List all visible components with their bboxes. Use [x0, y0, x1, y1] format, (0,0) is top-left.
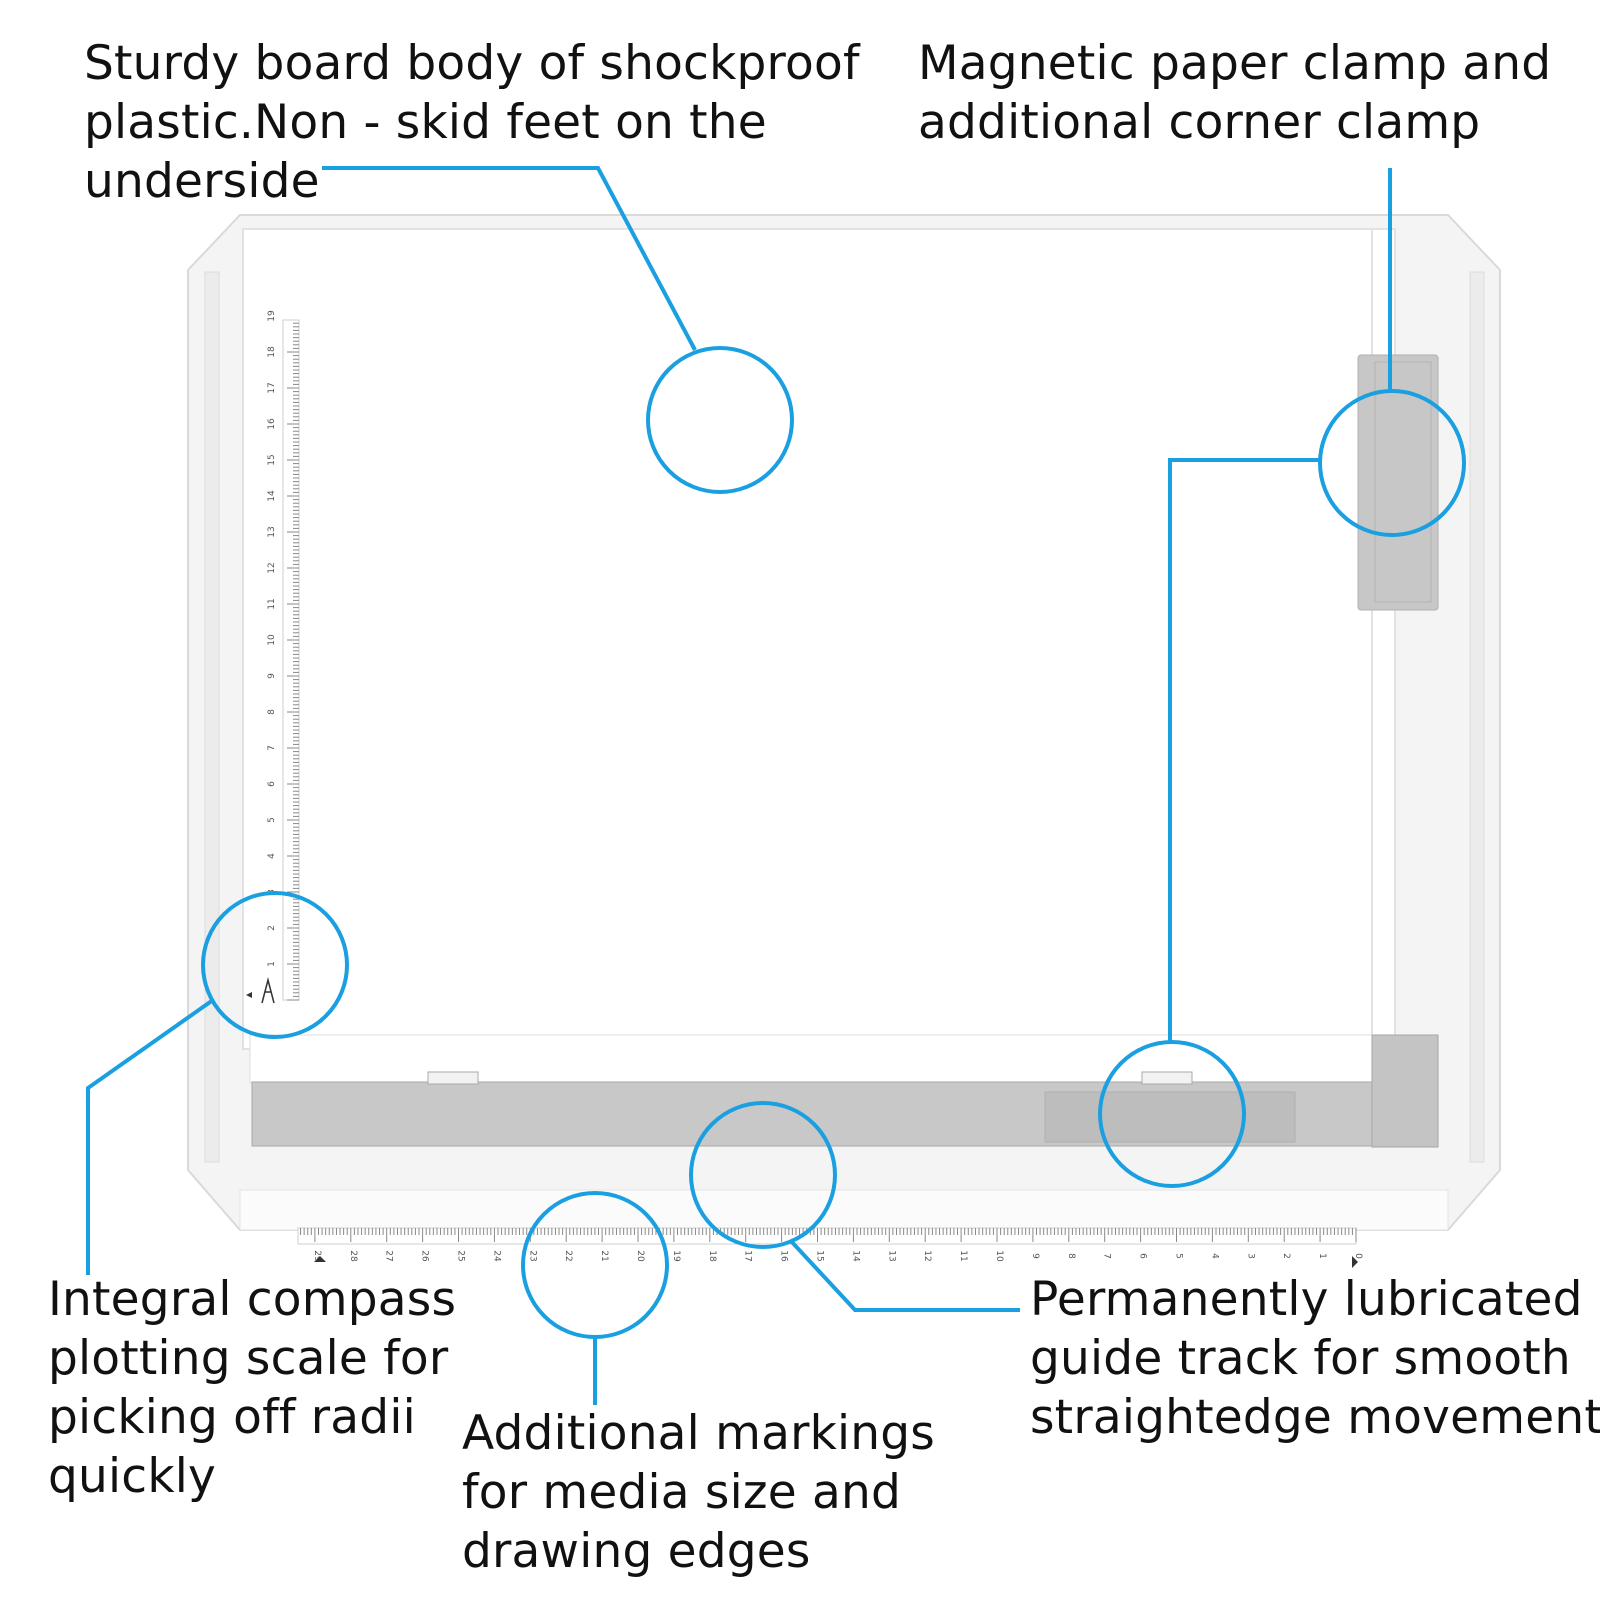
horizontal-scale-label: 19	[671, 1250, 681, 1262]
horizontal-scale-label: 11	[958, 1250, 968, 1261]
vertical-scale-label: 2	[267, 925, 277, 931]
callout-line: quickly	[48, 1449, 217, 1504]
vertical-scale-label: 11	[267, 598, 277, 609]
callout-line: picking off radii	[48, 1390, 416, 1445]
horizontal-scale-label: 3	[1245, 1253, 1255, 1259]
horizontal-scale-label: 22	[563, 1250, 573, 1261]
horizontal-scale-label: 23	[527, 1250, 537, 1261]
callout-line: plastic.Non - skid feet on the	[84, 95, 767, 150]
horizontal-scale-label: 1	[1317, 1253, 1327, 1259]
horizontal-scale-label: 13	[886, 1250, 896, 1261]
horizontal-scale-label: 4	[1209, 1253, 1219, 1259]
callout-line: Permanently lubricated	[1030, 1272, 1583, 1327]
callout-line: Magnetic paper clamp and	[918, 36, 1552, 91]
callout-line: Additional markings	[462, 1406, 935, 1461]
horizontal-scale-label: 20	[635, 1250, 645, 1262]
horizontal-scale-label: 29	[312, 1250, 322, 1262]
vertical-scale-label: 9	[267, 673, 277, 679]
horizontal-scale-label: 2	[1281, 1253, 1291, 1259]
horizontal-scale-label: 16	[779, 1250, 789, 1262]
vertical-scale-label: 19	[267, 310, 277, 322]
callout-line: for media size and	[462, 1465, 901, 1520]
compass-icon	[246, 977, 275, 1004]
horizontal-scale-label: 21	[599, 1250, 609, 1261]
horizontal-scale-label: 14	[850, 1250, 860, 1262]
horizontal-scale-label: 8	[1066, 1253, 1076, 1259]
callout-line: drawing edges	[462, 1524, 811, 1579]
vertical-scale-label: 12	[267, 562, 277, 573]
horizontal-scale-label: 24	[491, 1250, 501, 1262]
callout-line: additional corner clamp	[918, 95, 1481, 150]
vertical-scale-label: 16	[267, 418, 277, 430]
horizontal-scale-label: 26	[420, 1250, 430, 1262]
callout-line: straightedge movement	[1030, 1390, 1600, 1445]
callout-guide-track: Permanently lubricated guide track for s…	[1030, 1270, 1600, 1447]
vertical-scale-label: 5	[267, 817, 277, 823]
callout-lines	[86, 166, 1466, 1405]
vertical-scale-label: 7	[267, 745, 277, 751]
horizontal-scale-label: 10	[994, 1250, 1004, 1262]
callout-markings: Additional markings for media size and d…	[462, 1404, 935, 1581]
vertical-scale-label: 8	[267, 709, 277, 715]
horizontal-plotting-scale: 0123456789101112131415161718192021222324…	[297, 1227, 1363, 1262]
vertical-scale-label: 18	[267, 346, 277, 358]
horizontal-scale-label: 6	[1138, 1253, 1148, 1259]
vertical-scale-label: 14	[267, 490, 277, 502]
callout-board-body: Sturdy board body of shockproof plastic.…	[84, 34, 860, 211]
callout-line: guide track for smooth	[1030, 1331, 1571, 1386]
horizontal-scale-label: 25	[456, 1250, 466, 1261]
horizontal-scale-label: 7	[1102, 1253, 1112, 1259]
vertical-scale-label: 17	[267, 382, 277, 393]
callout-line: underside	[84, 154, 320, 209]
callout-line: plotting scale for	[48, 1331, 449, 1386]
vertical-scale-label: 10	[267, 634, 277, 646]
scale-start-marker-icon	[314, 1256, 326, 1262]
horizontal-scale-label: 15	[815, 1250, 825, 1261]
scale-end-marker-icon	[1352, 1256, 1358, 1268]
horizontal-scale-label: 18	[707, 1250, 717, 1262]
vertical-scale-label: 6	[267, 781, 277, 787]
straightedge	[249, 1034, 1439, 1148]
callout-line: Sturdy board body of shockproof	[84, 36, 860, 91]
horizontal-scale-label: 28	[348, 1250, 358, 1262]
magnetic-paper-clamp	[1357, 354, 1439, 611]
vertical-scale-label: 4	[267, 853, 277, 859]
callout-magnetic-clamp: Magnetic paper clamp and additional corn…	[918, 34, 1551, 152]
horizontal-scale-label: 27	[384, 1250, 394, 1261]
horizontal-scale-label: 0	[1353, 1253, 1363, 1259]
vertical-scale-label: 13	[267, 526, 277, 537]
horizontal-scale-label: 12	[922, 1250, 932, 1261]
horizontal-scale-label: 5	[1174, 1253, 1184, 1259]
callout-compass-scale: Integral compass plotting scale for pick…	[48, 1270, 456, 1506]
horizontal-scale-label: 9	[1030, 1253, 1040, 1259]
vertical-scale-label: 1	[267, 961, 277, 967]
horizontal-scale-label: 17	[743, 1250, 753, 1261]
vertical-scale-label: 15	[267, 454, 277, 465]
callout-line: Integral compass	[48, 1272, 457, 1327]
